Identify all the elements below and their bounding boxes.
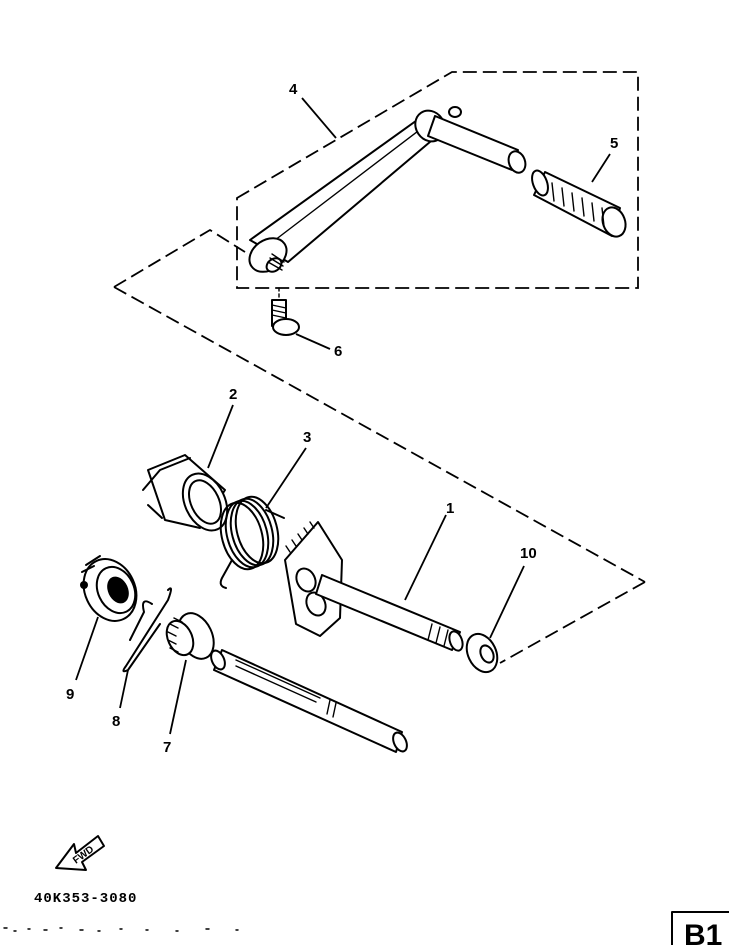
callout-5: 5 xyxy=(610,135,618,152)
kick-grip-part xyxy=(531,169,627,238)
kick-shaft-group-outline xyxy=(113,228,646,664)
callout-labels: 4 5 6 2 3 1 10 9 8 7 xyxy=(66,81,618,756)
forward-arrow-icon: FWD xyxy=(55,835,105,871)
spring-cover-part xyxy=(142,454,229,532)
callout-2: 2 xyxy=(229,386,237,403)
splined-shaft-part xyxy=(210,649,408,753)
washer-part xyxy=(465,632,499,674)
callout-10: 10 xyxy=(520,545,537,562)
callout-1: 1 xyxy=(446,500,454,517)
callout-9: 9 xyxy=(66,686,74,703)
kick-shaft-part xyxy=(284,521,464,652)
callout-7: 7 xyxy=(163,739,171,756)
bearing-part xyxy=(80,555,138,622)
callout-3: 3 xyxy=(303,429,311,446)
callout-6: 6 xyxy=(334,343,342,360)
page-tag-box: B1 xyxy=(671,911,729,945)
diagram-code: 40K353-3080 xyxy=(34,891,137,907)
clip-part xyxy=(122,587,172,673)
scan-artifacts xyxy=(3,927,239,932)
bolt-part xyxy=(271,287,300,336)
kick-lever-group-outline xyxy=(236,71,639,289)
callout-4: 4 xyxy=(289,81,298,98)
leader-lines xyxy=(75,97,611,735)
return-spring-part xyxy=(219,495,285,589)
pinion-gear-part xyxy=(165,612,215,660)
callout-8: 8 xyxy=(112,713,120,730)
page-tag: B1 xyxy=(684,919,722,945)
kick-crank-part xyxy=(248,106,527,273)
